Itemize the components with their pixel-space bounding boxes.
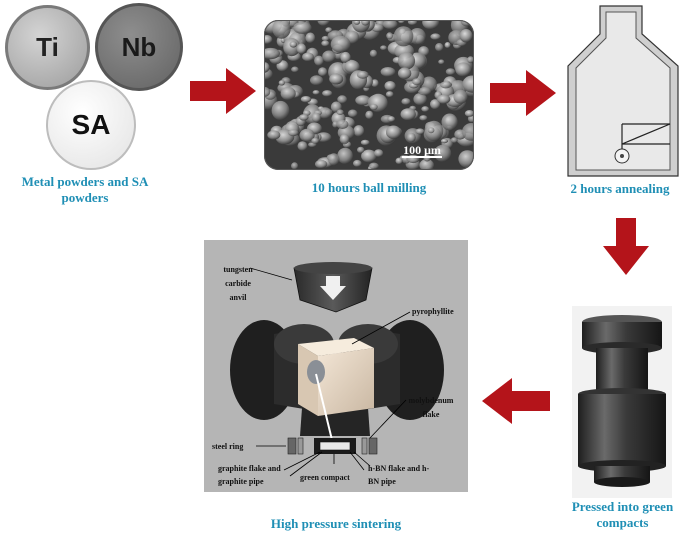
pyrophyllite-label: pyrophyllite <box>412 307 454 316</box>
annealing-vessel <box>567 5 679 177</box>
arrow-right-2 <box>490 70 556 116</box>
hbn-flake-label: h-BN flake and h-BN pipe <box>368 464 430 486</box>
sintering-apparatus <box>204 240 468 492</box>
sintering-caption: High pressure sintering <box>270 516 402 531</box>
nb-powder-circle: Nb <box>95 3 183 91</box>
sem-micrograph: 100 μm <box>264 20 474 170</box>
arrow-left <box>482 378 550 424</box>
arrow-down <box>603 218 649 275</box>
pressing-caption: Pressed into green compacts <box>571 499 674 530</box>
annealing-caption: 2 hours annealing <box>570 181 670 196</box>
milling-caption: 10 hours ball milling <box>311 180 427 195</box>
sem-scale-label: 100 μm <box>403 143 441 157</box>
graphite-flake-label: graphite flake and graphite pipe <box>218 464 281 486</box>
sa-powder-circle: SA <box>46 80 136 170</box>
powders-caption: Metal powders and SA powders <box>21 174 149 205</box>
sa-label: SA <box>71 109 111 140</box>
steel-ring-label: steel ring <box>212 442 244 451</box>
arrow-right-1 <box>190 68 256 114</box>
molybdenum-flake-label: molybdenum flake <box>408 396 454 419</box>
nb-label: Nb <box>121 31 157 62</box>
pressing-die <box>572 306 672 498</box>
green-compact-label: green compact <box>300 473 350 482</box>
ti-label: Ti <box>36 32 59 62</box>
ti-powder-circle: Ti <box>5 5 90 90</box>
tungsten-carbide-anvil-label: tungsten carbide anvil <box>223 265 253 302</box>
